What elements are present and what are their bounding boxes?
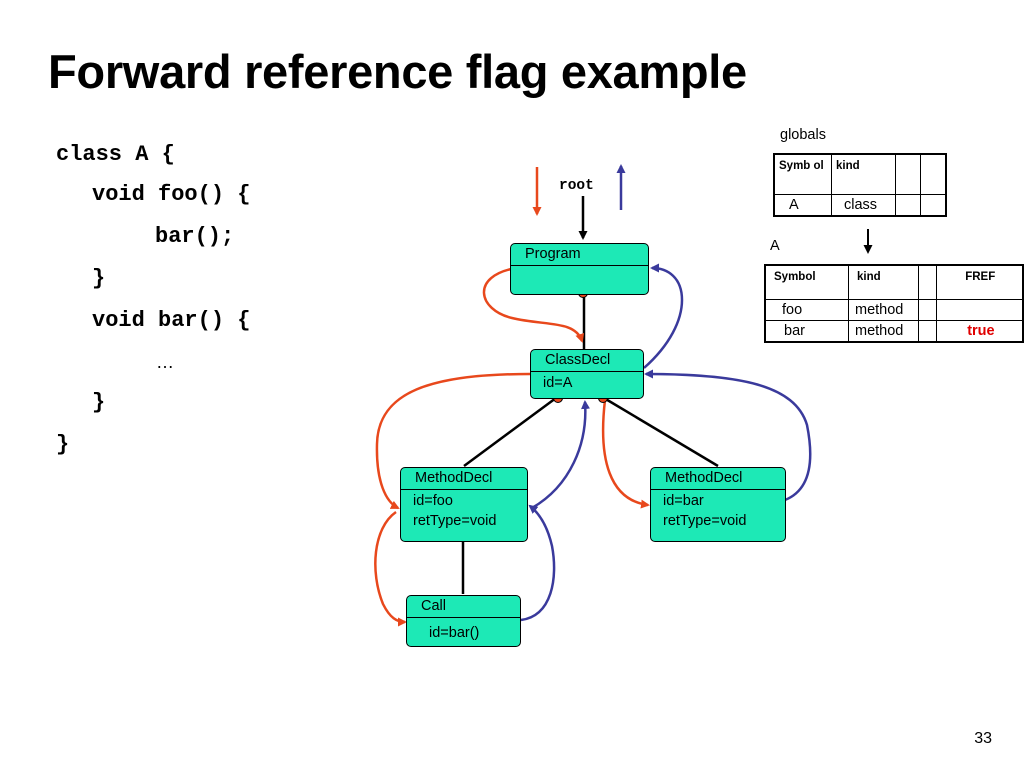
descend-arrow (482, 266, 585, 343)
ascend-arrow (531, 400, 590, 510)
table-cell (936, 298, 1024, 321)
root-label: root (559, 178, 594, 194)
descend-arrow (374, 510, 407, 627)
node-field: retType=void (413, 513, 497, 529)
ascend-arrow (520, 504, 556, 622)
globals-symbol-table: Symb ol kind A class (773, 153, 947, 217)
slide-title: Forward reference flag example (48, 45, 747, 98)
descend-arrow (375, 372, 531, 510)
table-cell: method (847, 319, 919, 342)
fref-flag: true (936, 319, 1024, 342)
node-field: id=bar (663, 493, 704, 509)
code-line: } (92, 390, 106, 415)
scope-caption: A (770, 238, 780, 254)
descend-arrow (601, 399, 650, 509)
node-header: ClassDecl (531, 350, 643, 372)
code-line: class A { (56, 142, 175, 167)
code-line: } (92, 266, 106, 291)
column-header: kind (831, 153, 896, 195)
node-header: MethodDecl (651, 468, 785, 490)
methoddecl-foo-node: MethodDecl id=foo retType=void (400, 467, 528, 542)
column-header: kind (847, 264, 919, 300)
column-header: Symbol (764, 264, 849, 300)
code-line: … (156, 352, 174, 372)
node-header: MethodDecl (401, 468, 527, 490)
class-a-symbol-table: Symbol kind FREF foo method bar method t… (764, 264, 1024, 343)
column-header (917, 264, 938, 300)
classdecl-node: ClassDecl id=A (530, 349, 644, 399)
tree-edge (603, 396, 719, 468)
table-cell: class (831, 193, 896, 216)
code-line: void bar() { (92, 308, 251, 333)
node-field: id=foo (413, 493, 453, 509)
node-header: Call (407, 596, 520, 618)
node-header: Program (511, 244, 648, 266)
table-cell: bar (764, 319, 849, 342)
program-node: Program (510, 243, 649, 295)
node-field: id=A (543, 375, 573, 391)
page-number: 33 (974, 730, 992, 747)
ascend-arrow (644, 369, 812, 502)
call-node: Call id=bar() (406, 595, 521, 647)
column-header: Symb ol (773, 153, 832, 195)
code-line: bar(); (155, 224, 235, 249)
tree-edge (463, 396, 557, 468)
node-field: id=bar() (429, 625, 480, 641)
code-line: void foo() { (92, 182, 251, 207)
table-cell: foo (764, 298, 849, 321)
code-line: } (56, 432, 70, 457)
table-cell: method (847, 298, 919, 321)
node-field: retType=void (663, 513, 747, 529)
methoddecl-bar-node: MethodDecl id=bar retType=void (650, 467, 786, 542)
column-header: FREF (936, 264, 1024, 300)
table-cell: A (773, 193, 832, 216)
ascend-arrow (643, 263, 684, 369)
globals-caption: globals (780, 127, 826, 143)
